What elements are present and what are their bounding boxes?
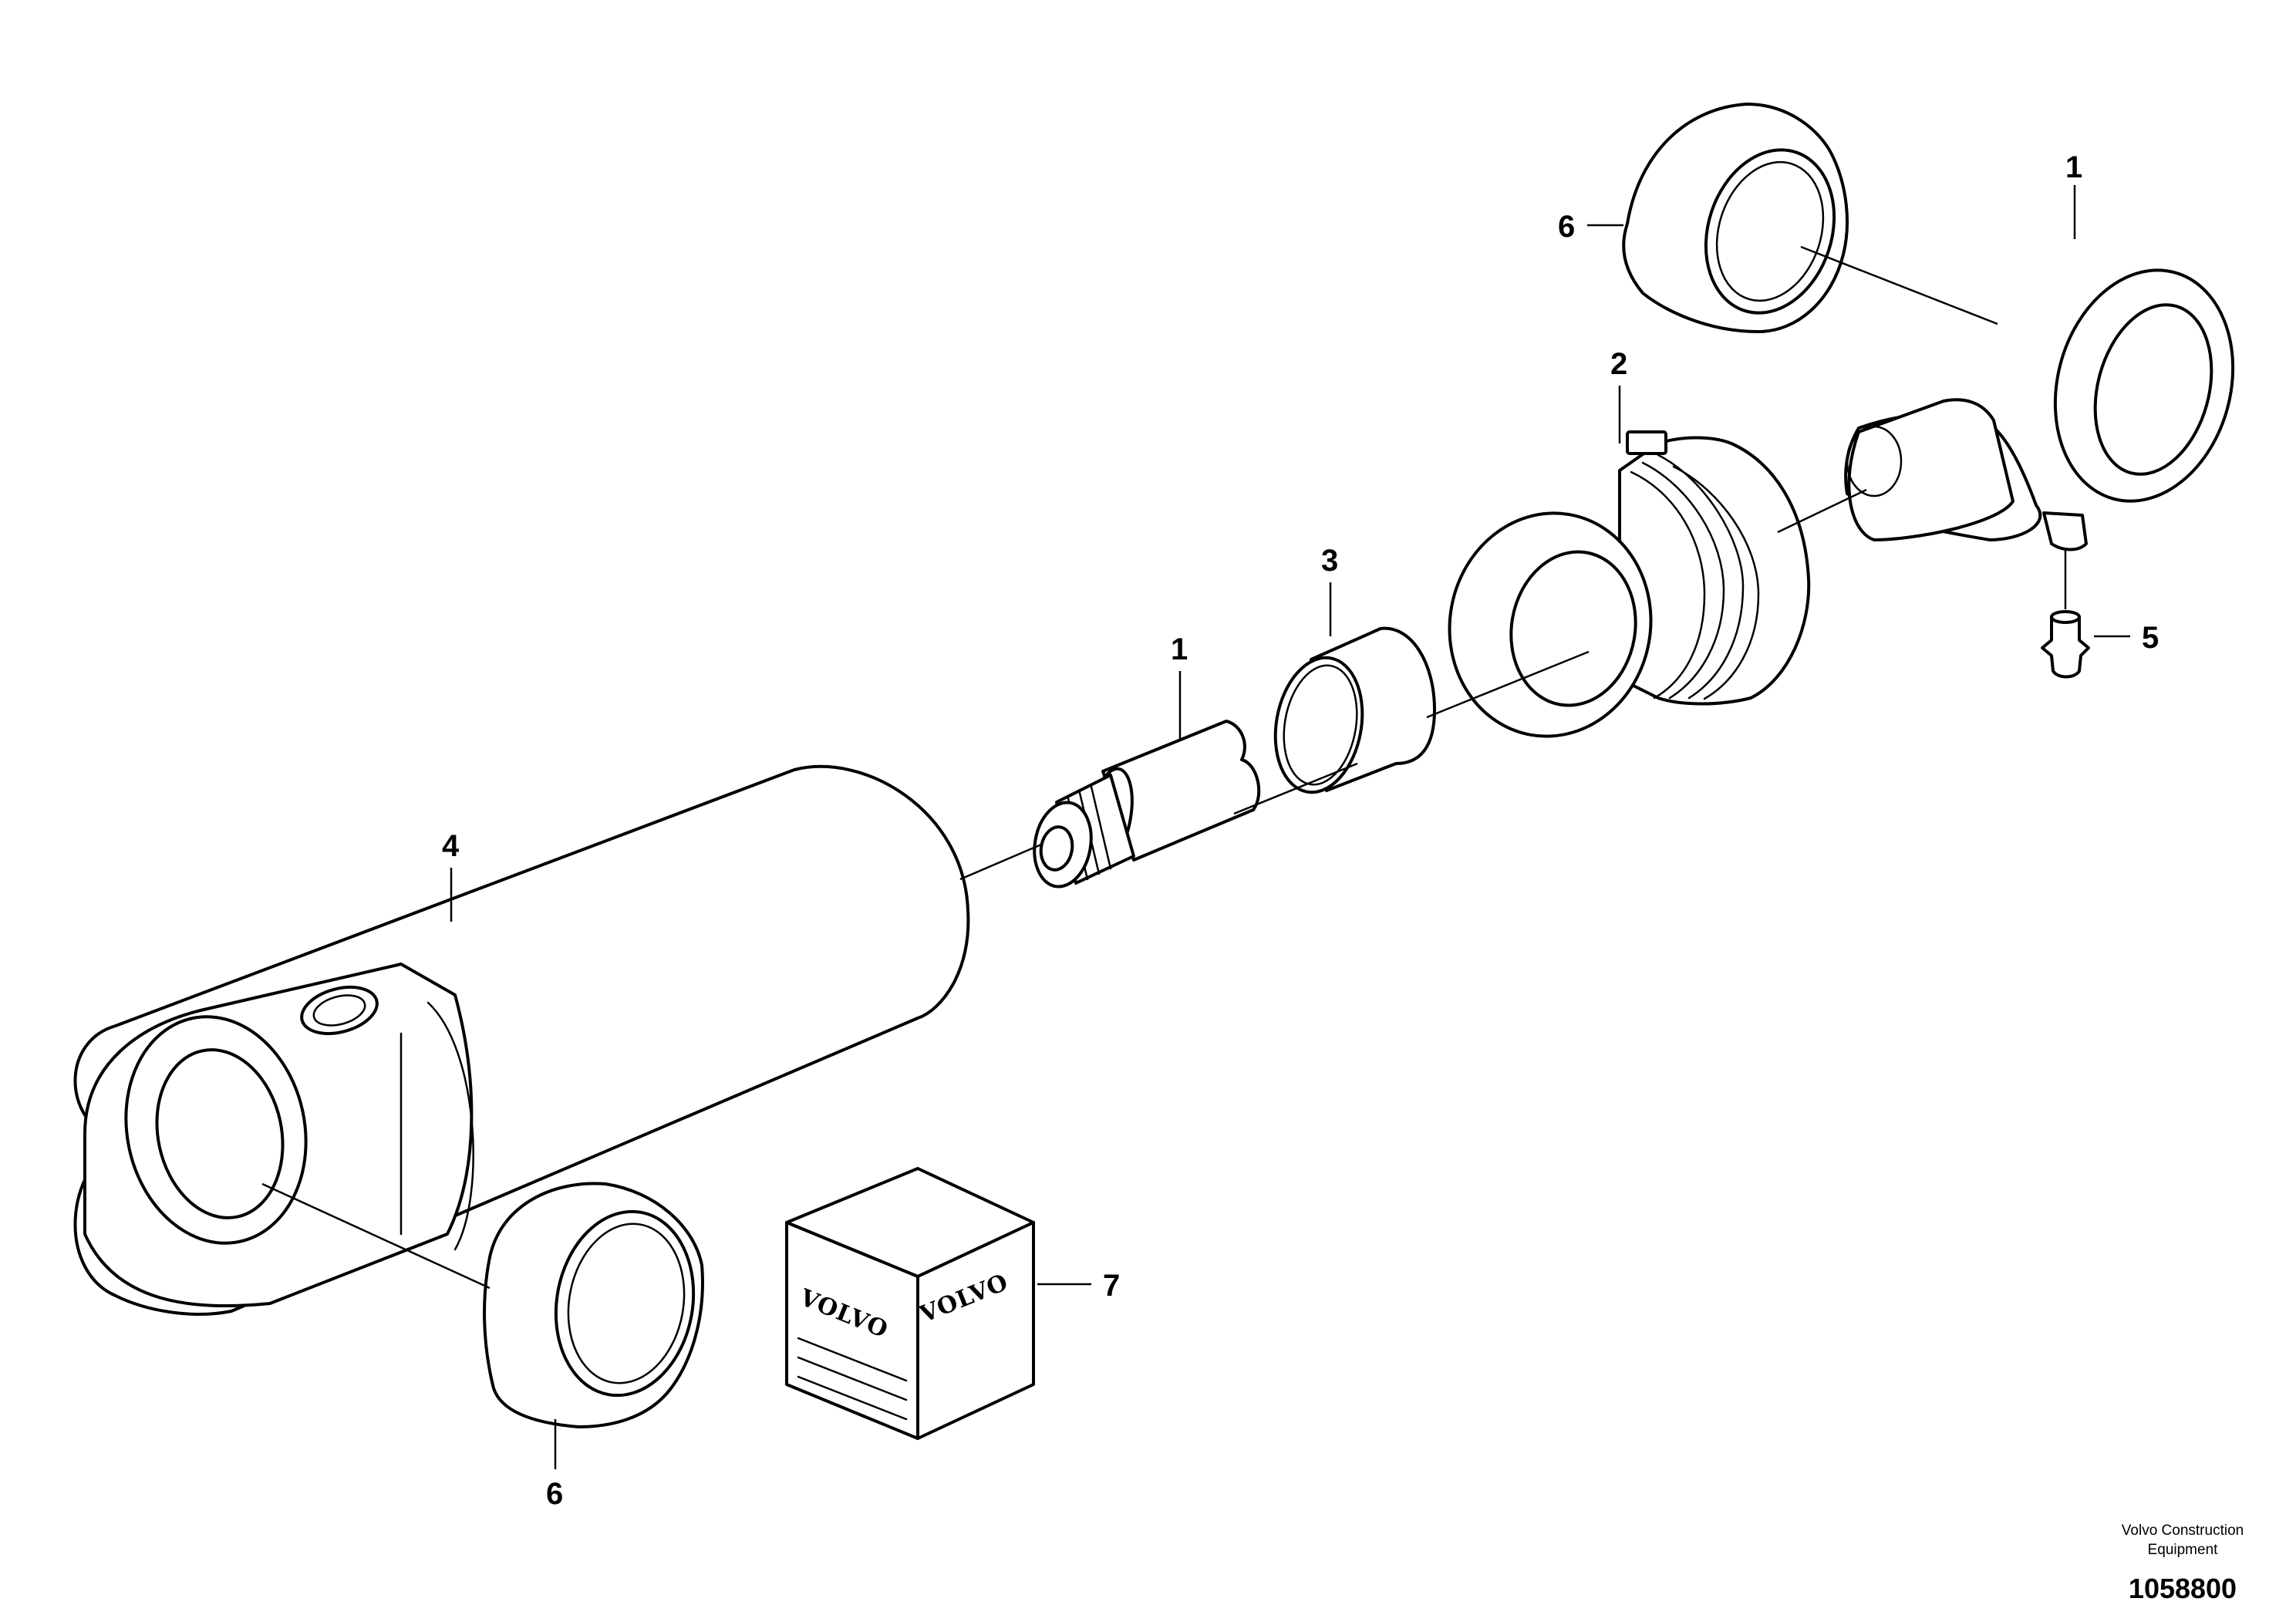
piston-rod-end: [1033, 720, 1261, 889]
company-name-line2: Equipment: [2148, 1542, 2219, 1558]
bushing-bottom: [483, 1182, 704, 1428]
company-name-line1: Volvo Construction: [2122, 1523, 2244, 1539]
rod-eye: [1844, 268, 2235, 551]
sleeve: [1273, 626, 1436, 794]
bushing-top: [1622, 103, 1849, 333]
callout-2-cylinder-head: 2: [1610, 347, 1627, 381]
callout-5-grease-nipple: 5: [2142, 621, 2159, 655]
cylinder-head: [1448, 430, 1811, 738]
callout-4-cylinder-tube: 4: [442, 829, 460, 863]
callout-6-bottom-bushing: 6: [546, 1477, 563, 1511]
callout-leaders: [450, 185, 2130, 1469]
seal-kit-box: VOLVO VOLVO: [785, 1167, 1035, 1440]
callout-7-seal-kit: 7: [1103, 1269, 1120, 1303]
grease-nipple: [2041, 610, 2090, 679]
callout-1-piston-rod: 1: [1171, 632, 1188, 666]
callout-6-top-bushing: 6: [1558, 210, 1575, 244]
drawing-number: 1058800: [2129, 1573, 2237, 1604]
callout-3-sleeve: 3: [1321, 544, 1338, 578]
callout-1-rod-eye: 1: [2065, 150, 2082, 184]
assembly-axes: [261, 245, 2067, 1290]
cylinder-tube: [73, 764, 970, 1316]
